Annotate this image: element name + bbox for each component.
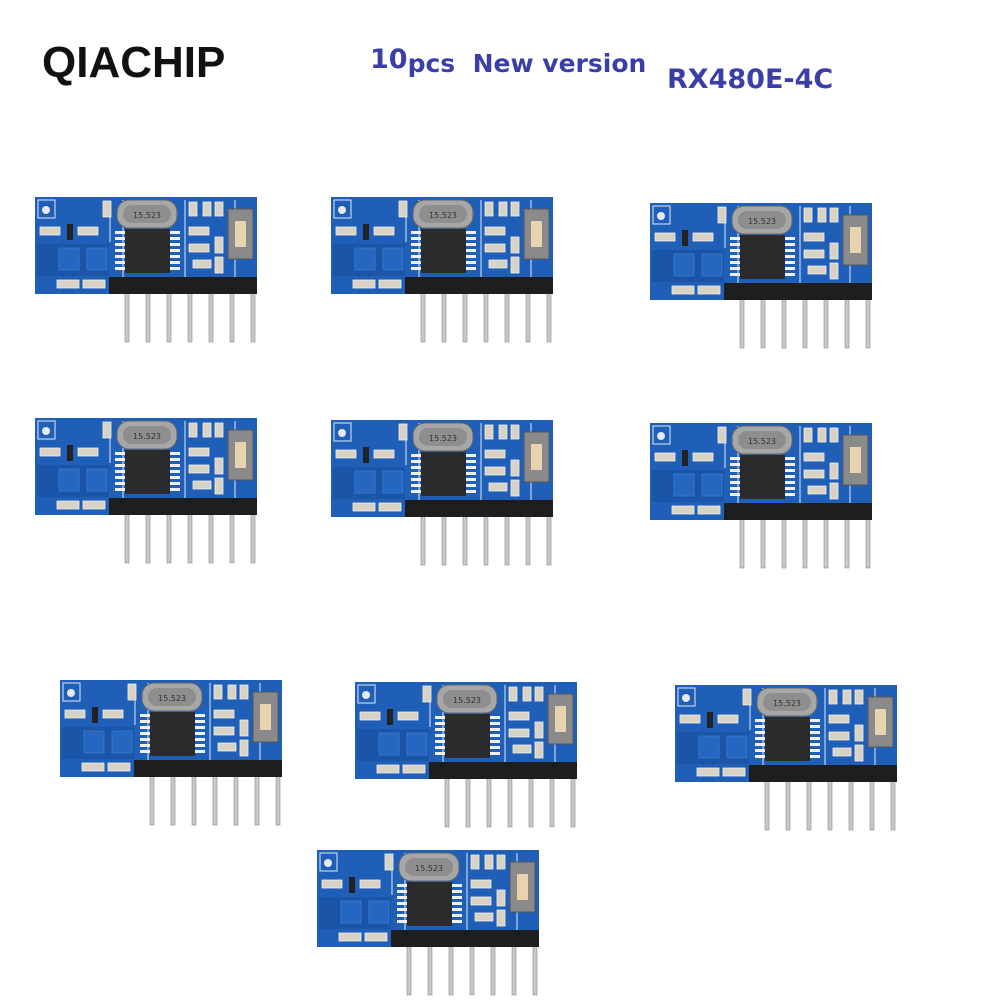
- version-label: New version: [472, 49, 647, 78]
- receiver-module-board: 15.523: [316, 849, 540, 996]
- receiver-module-board: 15.523: [59, 679, 283, 826]
- crystal-label: 15.523: [429, 434, 457, 443]
- crystal-label: 15.523: [133, 432, 161, 441]
- crystal-label: 15.523: [415, 864, 443, 873]
- quantity-label: 10pcs New version: [370, 44, 647, 79]
- crystal-label: 15.523: [429, 211, 457, 220]
- receiver-module-board: 15.523: [649, 422, 873, 569]
- crystal-label: 15.523: [773, 699, 801, 708]
- receiver-module-board: 15.523: [330, 196, 554, 343]
- receiver-module-board: 15.523: [674, 684, 898, 831]
- crystal-label: 15.523: [133, 211, 161, 220]
- receiver-module-board: 15.523: [34, 196, 258, 343]
- crystal-label: 15.523: [748, 437, 776, 446]
- receiver-module-board: 15.523: [354, 681, 578, 828]
- receiver-module-board: 15.523: [34, 417, 258, 564]
- receiver-module-board: 15.523: [649, 202, 873, 349]
- quantity-unit: pcs: [407, 49, 456, 78]
- quantity-number: 10: [370, 44, 408, 75]
- crystal-label: 15.523: [748, 217, 776, 226]
- model-label: RX480E-4C: [667, 64, 834, 95]
- brand-logo: QIACHIP: [42, 38, 226, 87]
- crystal-label: 15.523: [453, 696, 481, 705]
- receiver-module-board: 15.523: [330, 419, 554, 566]
- crystal-label: 15.523: [158, 694, 186, 703]
